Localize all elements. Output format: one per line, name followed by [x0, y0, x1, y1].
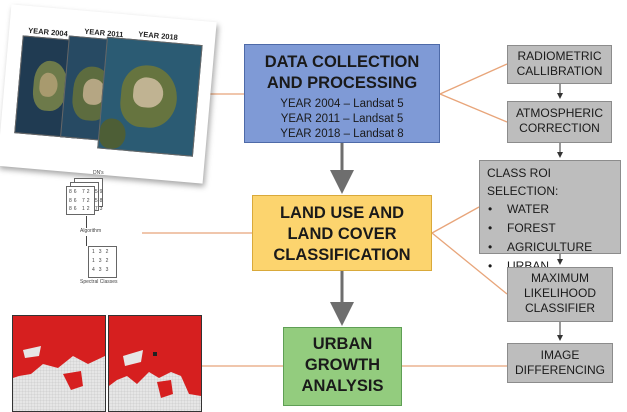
spectral-class-grid: 132 132 433: [88, 246, 117, 278]
dn-row: 86 72 59: [69, 189, 105, 195]
urban-growth-title-line2: GROWTH: [304, 356, 381, 374]
roi-heading: CLASS ROI SELECTION:: [487, 166, 559, 198]
year-2011-item: YEAR 2011 – Landsat 5: [280, 113, 404, 125]
land-use-title-line3: CLASSIFICATION: [273, 246, 411, 264]
connector-land-classifier: [431, 232, 508, 295]
satellite-image-2018: YEAR 2018: [97, 30, 203, 157]
atmospheric-line1: ATMOSPHERIC: [515, 106, 604, 120]
land-use-title-line2: LAND COVER: [287, 225, 397, 243]
urban-map-right: [108, 315, 202, 412]
roi-class-forest: •FOREST: [487, 219, 620, 238]
urban-growth-title-line3: ANALYSIS: [301, 377, 384, 395]
urban-map-left: [12, 315, 106, 412]
atmospheric-correction-box: ATMOSPHERIC CORRECTION: [507, 101, 612, 143]
dn-label: DN's: [93, 170, 104, 176]
bullet: •: [488, 221, 493, 235]
satellite-image-stack: YEAR 2004 YEAR 2011 YEAR 2018: [0, 4, 217, 184]
roi-class-water: •WATER: [487, 200, 620, 219]
dn-row: 86 12 73: [69, 206, 105, 212]
data-collection-title-line2: AND PROCESSING: [266, 74, 418, 92]
roi-class-list: •WATER •FOREST •AGRICULTURE •URBAN: [487, 200, 620, 276]
connector-data-atmospheric: [439, 93, 508, 123]
bullet: •: [488, 202, 493, 216]
year-2004-item: YEAR 2004 – Landsat 5: [280, 98, 404, 110]
down-arrow: [86, 216, 87, 228]
class-row: 132: [92, 258, 113, 264]
satellite-label-2004: YEAR 2004: [27, 25, 69, 39]
classifier-line1: MAXIMUM: [531, 271, 589, 285]
land-use-title-line1: LAND USE AND: [279, 204, 405, 222]
atmospheric-line2: CORRECTION: [519, 121, 600, 135]
classification-algorithm-diagram: DN's 86 72 59 86 72 58 86 12 73 Algorith…: [60, 170, 145, 290]
dn-grid-front: 86 72 59 86 72 58 86 12 73: [66, 186, 103, 215]
maximum-likelihood-classifier-box: MAXIMUM LIKELIHOOD CLASSIFIER: [507, 267, 613, 322]
year-2018-item: YEAR 2018 – Landsat 8: [280, 128, 404, 140]
urban-growth-title-line1: URBAN: [312, 335, 373, 353]
landmass: [98, 117, 127, 150]
classifier-line2: LIKELIHOOD: [523, 286, 597, 300]
class-row: 132: [92, 249, 113, 255]
satellite-label-2018: YEAR 2018: [137, 29, 179, 42]
data-collection-box: DATA COLLECTION AND PROCESSING YEAR 2004…: [244, 44, 440, 143]
dn-row: 86 72 58: [69, 198, 105, 204]
land-use-box: LAND USE AND LAND COVER CLASSIFICATION: [252, 195, 432, 271]
radiometric-calibration-box: RADIOMETRIC CALLIBRATION: [507, 45, 612, 84]
differencing-line2: DIFFERENCING: [515, 363, 605, 377]
differencing-line1: IMAGE: [540, 348, 580, 362]
urban-map-right-graphic: [109, 316, 201, 411]
urban-growth-box: URBAN GROWTH ANALYSIS: [283, 327, 402, 406]
bullet: •: [488, 259, 493, 273]
connector-data-radiometric: [439, 63, 508, 95]
connector-land-roi: [431, 206, 480, 234]
urban-map-left-graphic: [13, 316, 105, 411]
class-roi-selection-box: CLASS ROI SELECTION: •WATER •FOREST •AGR…: [479, 160, 621, 273]
roi-class-agriculture: •AGRICULTURE: [487, 238, 620, 257]
radiometric-line2: CALLIBRATION: [516, 64, 603, 78]
radiometric-line1: RADIOMETRIC: [517, 49, 602, 63]
spectral-classes-label: Spectral Classes: [80, 279, 118, 285]
classifier-line3: CLASSIFIER: [524, 301, 596, 315]
bullet: •: [488, 240, 493, 254]
down-arrow: [86, 236, 87, 246]
image-differencing-box: IMAGE DIFFERENCING: [507, 343, 613, 383]
class-row: 433: [92, 267, 113, 273]
data-collection-title-line1: DATA COLLECTION: [264, 53, 420, 71]
algorithm-label: Algorithm: [80, 228, 102, 234]
